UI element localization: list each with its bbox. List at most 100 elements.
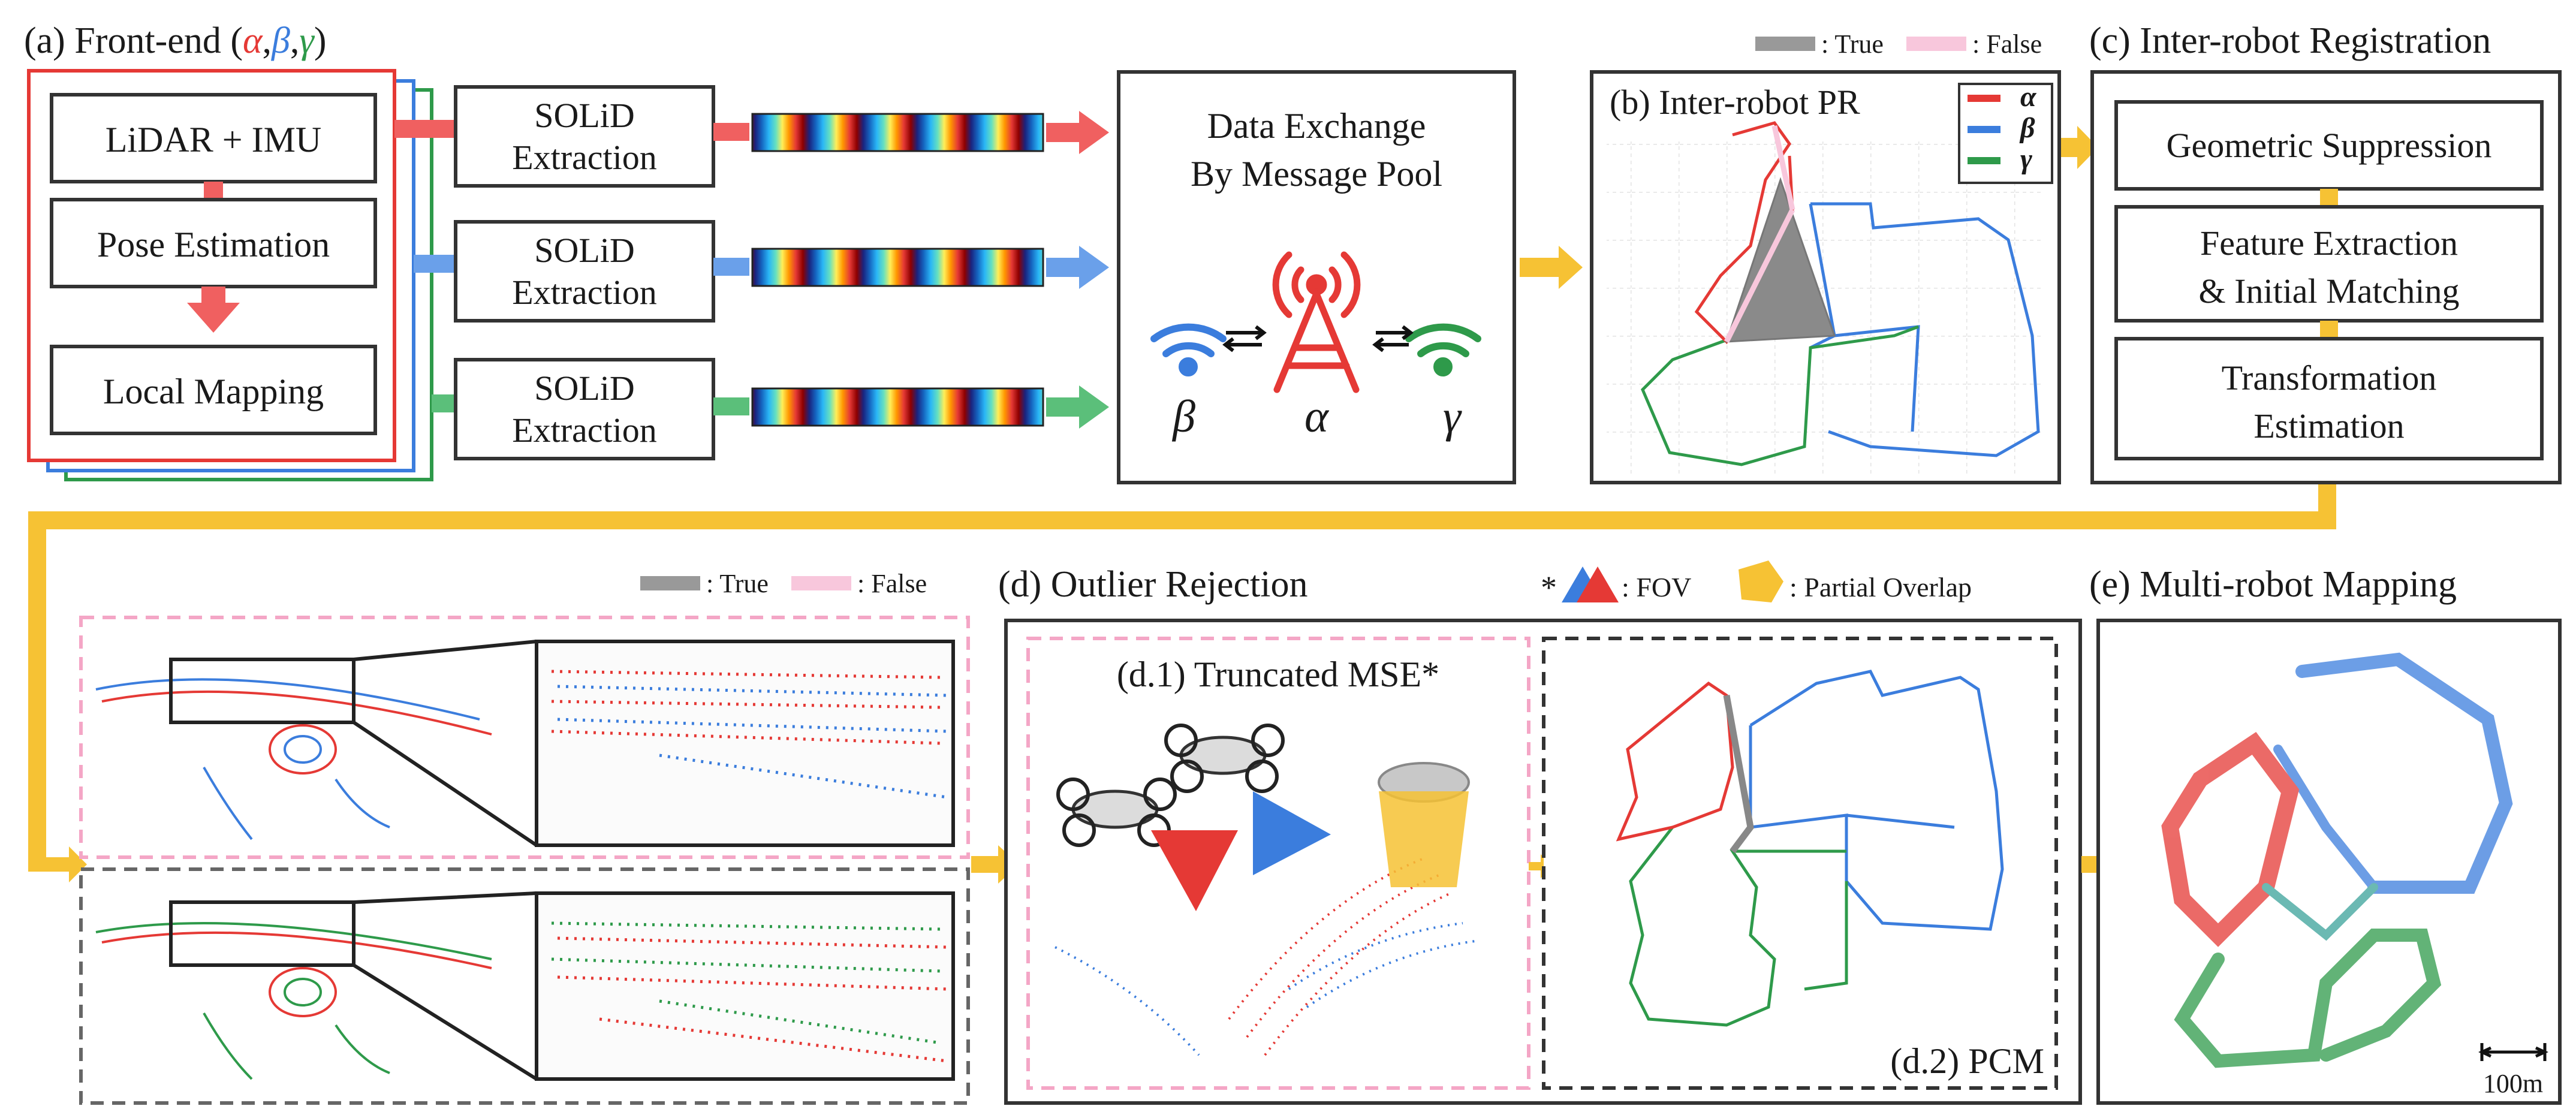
connector xyxy=(2320,321,2338,339)
partial-overlap-region xyxy=(1379,791,1469,887)
panel-c: (c) Inter-robot Registration Geometric S… xyxy=(2089,20,2562,484)
fov-triangle-red xyxy=(1151,830,1238,911)
zoom-inset-true xyxy=(535,891,955,1081)
zoom-lines xyxy=(352,640,538,847)
panel-b-title: (b) Inter-robot PR xyxy=(1610,83,1860,122)
gamma-symbol: γ xyxy=(1443,391,1462,442)
lidar-imu-label: LiDAR + IMU xyxy=(106,120,322,159)
panel-e: (e) Multi-robot Mapping 100m xyxy=(2089,564,2562,1105)
route-line xyxy=(28,484,2336,857)
merged-map-cloud xyxy=(2161,652,2513,1068)
partial-overlap-label: : Partial Overlap xyxy=(1789,572,1972,602)
feature-extraction-line2: & Initial Matching xyxy=(2199,272,2460,311)
pose-estimation-label: Pose Estimation xyxy=(97,225,330,264)
beta-symbol: β xyxy=(1171,391,1195,442)
drone-icon xyxy=(1164,724,1285,793)
feature-extraction-line1: Feature Extraction xyxy=(2200,224,2458,263)
feature-extraction-box xyxy=(2114,205,2544,323)
panel-b-trajectories xyxy=(1641,121,2040,466)
solid-box-beta xyxy=(454,220,715,323)
lidar-imu-box xyxy=(50,93,377,183)
data-exchange-line1: Data Exchange xyxy=(1207,106,1426,146)
descriptor-alpha xyxy=(751,113,1044,152)
panel-b: : True : False (b) Inter-robot PR α β γ xyxy=(1590,29,2061,484)
panel-a: (a) Front-end (α,β,γ) LiDAR + IMU Pose E… xyxy=(24,20,454,481)
fov-star: * xyxy=(1541,569,1557,605)
transformation-line1: Transformation xyxy=(2222,358,2437,397)
true-label: : True xyxy=(1821,29,1884,59)
geometric-suppression-label: Geometric Suppression xyxy=(2167,126,2492,165)
fov-triangle-blue xyxy=(1253,791,1331,875)
alpha-connector xyxy=(394,120,454,138)
zoom-region xyxy=(169,658,355,724)
tower-icon xyxy=(1272,251,1361,393)
descriptor-gamma xyxy=(751,387,1044,427)
down-arrow xyxy=(187,287,240,333)
descriptor-beta xyxy=(751,248,1044,287)
solid-box-alpha xyxy=(454,85,715,188)
extraction-label: Extraction xyxy=(512,138,657,177)
panel-a-title: (a) Front-end (α,β,γ) xyxy=(24,20,327,61)
beta-link xyxy=(713,258,749,276)
true-zoom-points xyxy=(551,921,948,1063)
local-mapping-label: Local Mapping xyxy=(103,372,324,411)
panel-e-title: (e) Multi-robot Mapping xyxy=(2089,564,2457,605)
extraction-label: Extraction xyxy=(512,411,657,450)
data-exchange-panel: Data Exchange By Message Pool α β γ xyxy=(1117,70,1516,484)
partial-overlap-icon xyxy=(1739,560,1783,602)
d1-title: (d.1) Truncated MSE* xyxy=(1117,655,1439,694)
d2-frame xyxy=(1542,637,2058,1090)
false-swatch xyxy=(1906,37,1966,51)
legend-beta-label: β xyxy=(2019,112,2035,144)
false-label: : False xyxy=(1972,29,2042,59)
scale-arrowheads xyxy=(2478,1046,2548,1058)
true-swatch xyxy=(640,576,700,590)
wifi-beta-icon xyxy=(1150,323,1227,376)
gamma-connector xyxy=(432,394,454,412)
solid-label: SOLiD xyxy=(534,369,635,408)
alpha-link xyxy=(713,123,749,141)
arrow-beta xyxy=(1046,246,1109,289)
true-swatch xyxy=(1755,37,1815,51)
beta-connector xyxy=(414,255,454,273)
scale-label: 100m xyxy=(2483,1069,2543,1098)
panel-b-grid xyxy=(1607,138,2044,474)
solid-label: SOLiD xyxy=(534,231,635,270)
exchange-arrows-icon xyxy=(1222,325,1414,352)
zoom-region xyxy=(169,900,355,967)
arrow-gamma xyxy=(1046,385,1109,429)
panel-c-title: (c) Inter-robot Registration xyxy=(2089,20,2491,61)
true-registration-cloud xyxy=(95,922,492,1080)
arrow-to-panel-c xyxy=(2061,126,2098,169)
gamma-swatch xyxy=(1968,157,2000,164)
panel-b-legend: : True : False xyxy=(1755,29,2042,59)
data-exchange-line2: By Message Pool xyxy=(1191,154,1442,194)
connector xyxy=(2320,189,2338,207)
legend-gamma-label: γ xyxy=(2020,143,2032,175)
fov-triangle-icon xyxy=(1577,566,1619,602)
d2-trajectories xyxy=(1616,670,2004,1027)
zoom-lines xyxy=(352,891,538,1081)
false-zoom-points xyxy=(551,670,948,799)
solid-box-gamma xyxy=(454,358,715,460)
true-match-region xyxy=(1725,177,1836,343)
connector-1 xyxy=(204,182,223,200)
panel-d: (d) Outlier Rejection * : FOV : Partial … xyxy=(998,560,2082,1105)
local-mapping-box xyxy=(50,345,377,435)
fov-label: : FOV xyxy=(1622,572,1691,602)
panel-d-title: (d) Outlier Rejection xyxy=(998,564,1308,605)
beta-swatch xyxy=(1968,126,2000,133)
false-label: : False xyxy=(857,569,927,598)
drone-icon xyxy=(1056,778,1177,847)
wifi-gamma-icon xyxy=(1405,323,1481,376)
gamma-link xyxy=(713,397,749,415)
legend-alpha-label: α xyxy=(2020,81,2037,113)
solid-extraction-column: SOLiD Extraction SOLiD Extraction SOLiD … xyxy=(454,85,1109,460)
panel-b-trajectory-legend: α β γ xyxy=(1958,81,2053,184)
d2-title: (d.2) PCM xyxy=(1890,1041,2044,1081)
arrow-alpha xyxy=(1046,111,1109,154)
alpha-symbol: α xyxy=(1304,391,1330,442)
alpha-swatch xyxy=(1968,95,2000,102)
geometric-suppression-box xyxy=(2114,100,2544,191)
